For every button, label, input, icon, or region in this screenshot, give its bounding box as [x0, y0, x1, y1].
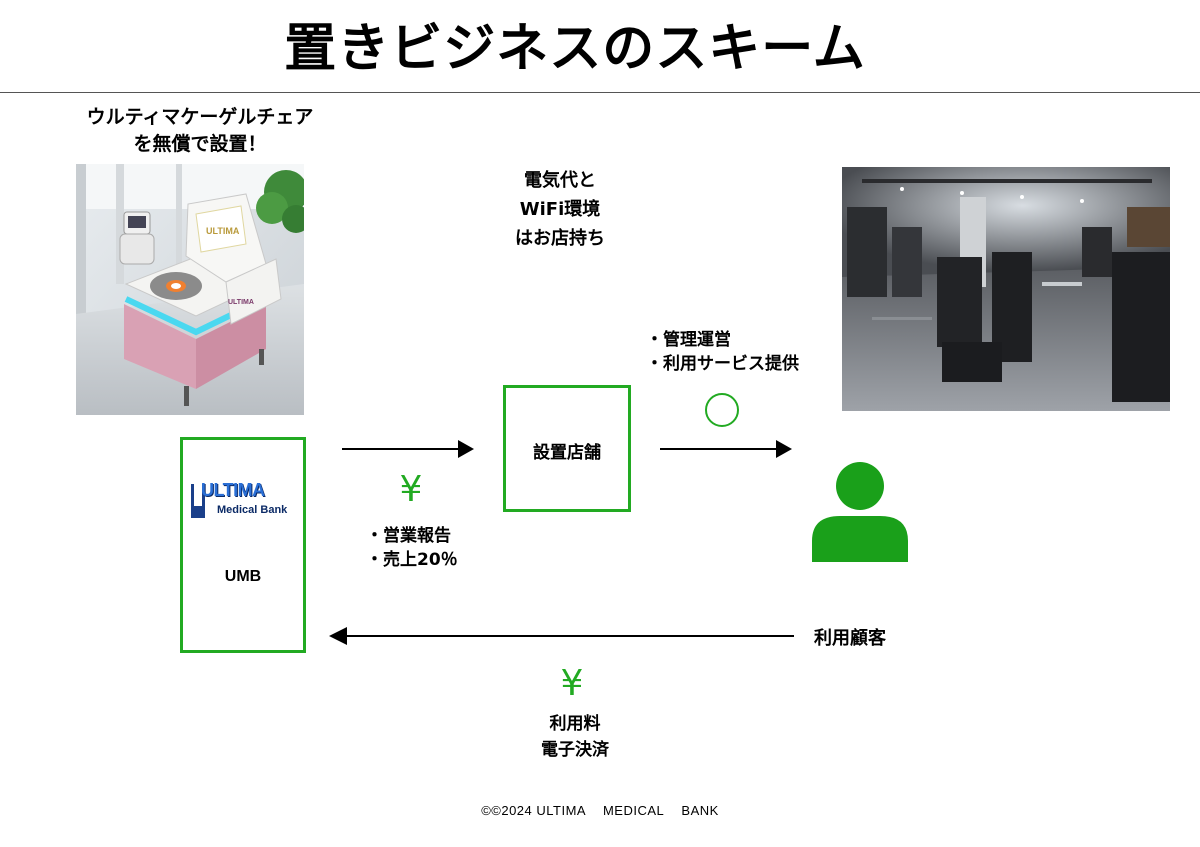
store-report-item-2: ・売上20％: [366, 550, 458, 570]
store-services-list: ・管理運営 ・利用サービス提供: [646, 328, 799, 376]
customer-label: 利用顧客: [814, 628, 886, 649]
kegel-chair-photo: ULTIMA ULTIMA: [76, 164, 310, 415]
store-box: 設置店舗: [503, 385, 631, 512]
person-icon: [812, 461, 908, 562]
customer-to-umb-arrowhead: [329, 627, 347, 645]
footer-copyright: ©©2024 ULTIMA MEDICAL BANK: [481, 803, 719, 818]
fee-item-1: 利用料: [549, 714, 601, 734]
umb-box: ULTIMA Medical Bank UMB: [180, 437, 306, 653]
store-box-label: 設置店舗: [533, 443, 601, 463]
yen-icon-store-payment: ¥: [399, 469, 423, 510]
svg-text:ULTIMA: ULTIMA: [206, 226, 240, 236]
yen-icon-usage-fee: ¥: [560, 663, 584, 704]
umb-to-store-arrowhead: [458, 440, 474, 458]
title-divider: [0, 92, 1200, 93]
customer-to-umb-arrow-line: [346, 635, 794, 637]
utility-note-line-1: 電気代と: [524, 170, 596, 191]
umb-label: UMB: [224, 568, 262, 585]
store-report-item-1: ・営業報告: [366, 526, 451, 546]
store-to-customer-arrow-line: [660, 448, 778, 450]
gym-photo: [842, 167, 1170, 411]
chair-caption: ウルティマケーゲルチェア を無償で設置！: [40, 104, 360, 158]
utility-note-line-3: はお店持ち: [515, 228, 605, 249]
store-report-list: ・営業報告 ・売上20％: [366, 524, 458, 572]
store-to-customer-arrowhead: [776, 440, 792, 458]
chair-caption-line-2: を無償で設置！: [133, 133, 267, 155]
ultima-logo: ULTIMA Medical Bank: [191, 480, 295, 522]
chair-caption-line-1: ウルティマケーゲルチェア: [86, 106, 314, 128]
umb-to-store-arrow-line: [342, 448, 460, 450]
store-service-item-2: ・利用サービス提供: [646, 354, 799, 374]
svg-text:ULTIMA: ULTIMA: [228, 299, 254, 306]
store-service-item-1: ・管理運営: [646, 330, 731, 350]
logo-main-text: ULTIMA: [201, 480, 265, 500]
fee-list: 利用料 電子決済: [520, 711, 630, 763]
fee-item-2: 電子決済: [541, 740, 609, 760]
utility-note: 電気代と WiFi環境 はお店持ち: [490, 166, 630, 253]
utility-note-line-2: WiFi環境: [519, 199, 601, 220]
page-title: 置きビジネスのスキーム: [284, 19, 866, 79]
circle-mark-icon: [705, 393, 739, 427]
logo-sub-text: Medical Bank: [217, 504, 288, 516]
